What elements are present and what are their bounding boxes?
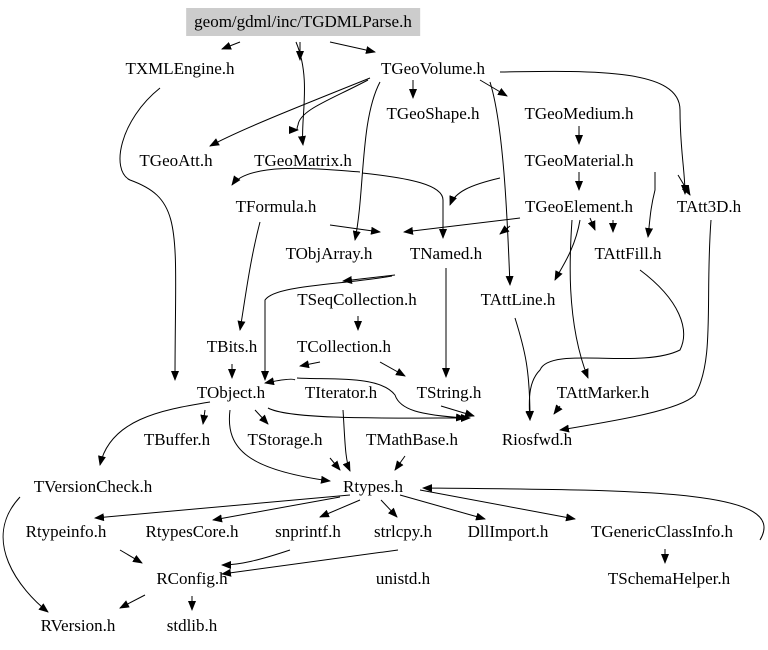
node-tgeoshape-h[interactable]: TGeoShape.h [386, 104, 480, 123]
dependency-edge [94, 494, 351, 522]
dependency-edge [440, 405, 475, 418]
dependency-edge [449, 177, 501, 206]
dependency-edge [254, 409, 269, 425]
dependency-edge [261, 275, 393, 381]
node-tgeomaterial-h[interactable]: TGeoMaterial.h [524, 151, 634, 170]
dependency-edge [380, 499, 398, 518]
dependency-edge [361, 172, 447, 239]
node-tstorage-h[interactable]: TStorage.h [247, 430, 323, 449]
dependency-edge [295, 41, 306, 146]
dependency-edge [342, 274, 396, 284]
dependency-edge [2, 496, 49, 613]
dependency-edge [677, 174, 691, 196]
dependency-edge [329, 224, 381, 235]
dependency-edge [489, 81, 514, 286]
dependency-edge [645, 172, 656, 238]
dependency-edge [288, 79, 369, 134]
dependency-edge [403, 217, 521, 235]
dependency-edge [221, 41, 241, 50]
node-rtypeinfo-h[interactable]: Rtypeinfo.h [25, 522, 107, 541]
dependency-edge [569, 219, 589, 379]
node-tgeovolume-h[interactable]: TGeoVolume.h [380, 59, 486, 78]
dependency-edge [200, 409, 209, 425]
dependency-edge [399, 494, 486, 521]
node-rtypescore-h[interactable]: RtypesCore.h [145, 522, 239, 541]
dependency-edge [228, 409, 331, 484]
node-tattfill-h[interactable]: TAttFill.h [594, 244, 662, 263]
dependency-edge [299, 360, 321, 369]
node-stdlib-h[interactable]: stdlib.h [166, 616, 218, 635]
node-tbits-h[interactable]: TBits.h [206, 337, 258, 356]
node-tstring-h[interactable]: TString.h [416, 383, 482, 402]
dependency-edge [342, 409, 351, 472]
node-tschemahelper-h[interactable]: TSchemaHelper.h [607, 569, 731, 588]
node-tobject-h[interactable]: TObject.h [196, 383, 266, 402]
dependency-edge [554, 219, 581, 281]
node-tformula-h[interactable]: TFormula.h [235, 197, 317, 216]
node-tgeomedium-h[interactable]: TGeoMedium.h [524, 104, 634, 123]
node-tversioncheck-h[interactable]: TVersionCheck.h [33, 477, 153, 496]
node-tgenericclassinfo-h[interactable]: TGenericClassInfo.h [590, 522, 734, 541]
node-tobjarray-h[interactable]: TObjArray.h [285, 244, 373, 263]
dependency-edge [231, 167, 361, 186]
node-unistd-h[interactable]: unistd.h [375, 569, 431, 588]
dependency-edge [119, 594, 146, 609]
dependency-edge [98, 401, 211, 466]
dependency-edge [119, 87, 180, 381]
node-tgdmlparse-h[interactable]: geom/gdml/inc/TGDMLParse.h [186, 8, 420, 36]
dependency-edge [221, 549, 399, 577]
dependency-edge [264, 377, 296, 386]
dependency-edge [525, 269, 685, 421]
node-tseqcollection-h[interactable]: TSeqCollection.h [297, 290, 417, 309]
dependency-edge [499, 70, 689, 195]
dependency-edge [237, 221, 261, 331]
node-rtypes-h[interactable]: Rtypes.h [343, 477, 403, 496]
dependency-edge [267, 407, 471, 423]
dependency-edge [296, 377, 466, 422]
node-riosfwd-h[interactable]: Riosfwd.h [501, 430, 573, 449]
node-tgeomatrix-h[interactable]: TGeoMatrix.h [254, 151, 352, 170]
node-tgeoelement-h[interactable]: TGeoElement.h [524, 197, 634, 216]
dependency-edge [499, 225, 511, 235]
node-txmlengine-h[interactable]: TXMLEngine.h [125, 59, 235, 78]
dependency-edge [221, 549, 291, 569]
node-tnamed-h[interactable]: TNamed.h [409, 244, 483, 263]
dependency-edge [329, 457, 341, 471]
dependency-edge [209, 77, 371, 147]
dependency-edge [514, 317, 534, 421]
dependency-edge [553, 404, 563, 415]
node-tatt3d-h[interactable]: TAtt3D.h [676, 197, 742, 216]
node-strlcpy-h[interactable]: strlcpy.h [374, 522, 432, 541]
dependency-edge [352, 81, 381, 241]
dependency-edge [379, 361, 406, 377]
node-tgeoatt-h[interactable]: TGeoAtt.h [139, 151, 213, 170]
node-rversion-h[interactable]: RVersion.h [40, 616, 116, 635]
dependency-edge [422, 484, 765, 541]
dependency-edge [419, 489, 576, 522]
dependency-edge [587, 217, 596, 231]
dependency-edge [479, 79, 508, 97]
dependency-edge [394, 455, 406, 471]
node-snprintf-h[interactable]: snprintf.h [275, 522, 341, 541]
dependency-edge [319, 499, 361, 518]
node-tattline-h[interactable]: TAttLine.h [480, 290, 556, 309]
dependency-edge [329, 41, 376, 54]
dependency-edge [119, 549, 143, 564]
dependency-edge [559, 219, 712, 433]
node-rconfig-h[interactable]: RConfig.h [156, 569, 228, 588]
node-dllimport-h[interactable]: DllImport.h [467, 522, 549, 541]
node-tmathbase-h[interactable]: TMathBase.h [365, 430, 459, 449]
node-tbuffer-h[interactable]: TBuffer.h [143, 430, 211, 449]
node-titerator-h[interactable]: TIterator.h [304, 383, 378, 402]
node-tcollection-h[interactable]: TCollection.h [297, 337, 391, 356]
node-tattmarker-h[interactable]: TAttMarker.h [556, 383, 650, 402]
dependency-edge [212, 496, 341, 523]
